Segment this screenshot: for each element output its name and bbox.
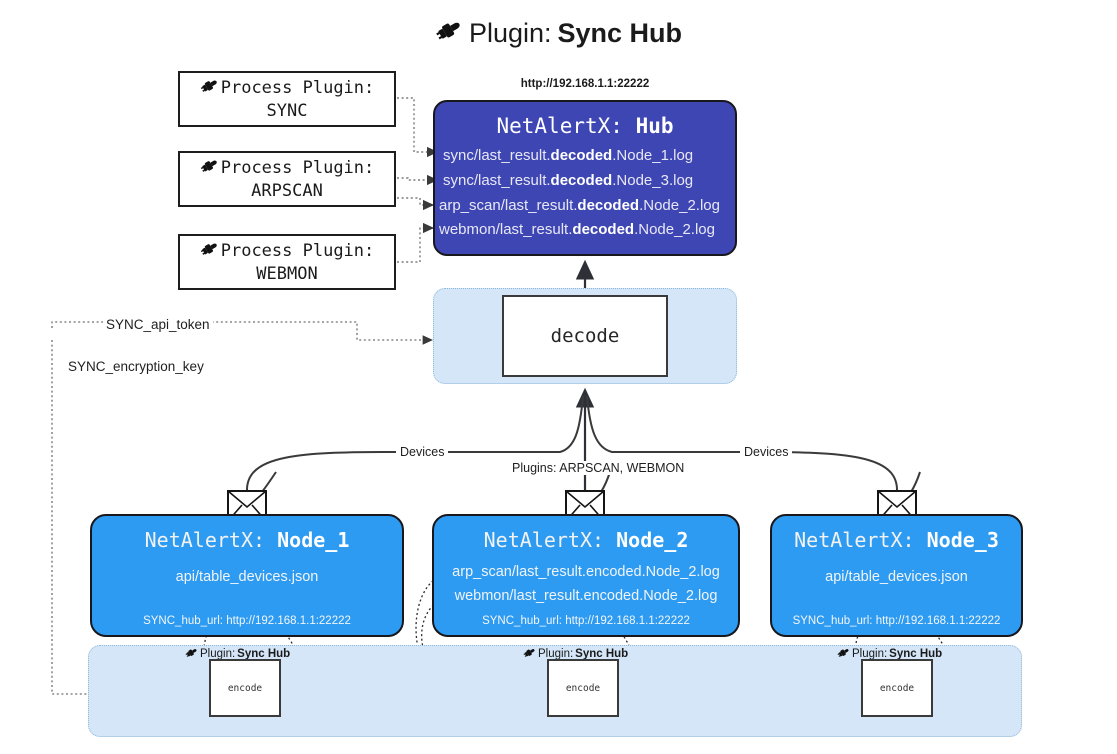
- sync-api-token-label: SYNC_api_token: [103, 317, 213, 332]
- process-plugin-arpscan-line1: Process Plugin:: [200, 156, 375, 181]
- node-1[interactable]: NetAlertX: Node_1 api/table_devices.json…: [90, 514, 404, 637]
- process-plugin-arpscan-title: Process Plugin:: [220, 157, 375, 178]
- node-2-title: NetAlertX: Node_2: [483, 528, 689, 552]
- hub-title-name: Hub: [635, 114, 674, 138]
- plug-icon: [200, 76, 219, 101]
- node-1-url: SYNC_hub_url: http://192.168.1.1:22222: [143, 615, 351, 627]
- node-2-url: SYNC_hub_url: http://192.168.1.1:22222: [482, 615, 690, 627]
- encode-box-3[interactable]: encode: [861, 659, 933, 717]
- encode-2-caption: Plugin:Sync Hub: [523, 646, 628, 662]
- hub-log-line-3: arp_scan/last_result.decoded.Node_2.log: [439, 197, 720, 214]
- node-2[interactable]: NetAlertX: Node_2 arp_scan/last_result.e…: [432, 514, 740, 637]
- process-plugin-webmon[interactable]: Process Plugin: WEBMON: [178, 234, 396, 290]
- page-title-name: Sync Hub: [557, 18, 683, 48]
- process-plugin-sync-value: SYNC: [266, 101, 308, 121]
- decode-box[interactable]: decode: [502, 295, 668, 377]
- process-plugin-webmon-line1: Process Plugin:: [200, 239, 375, 264]
- node-3[interactable]: NetAlertX: Node_3 api/table_devices.json…: [770, 514, 1023, 637]
- node-3-line-1: api/table_devices.json: [825, 569, 968, 585]
- node-3-url: SYNC_hub_url: http://192.168.1.1:22222: [792, 615, 1001, 627]
- sync-encryption-key-label: SYNC_encryption_key: [65, 359, 207, 374]
- plug-icon: [435, 16, 463, 51]
- node-1-line-1: api/table_devices.json: [175, 569, 319, 585]
- hub-log-line-1: sync/last_result.decoded.Node_1.log: [443, 147, 694, 164]
- encode-box-1[interactable]: encode: [209, 659, 281, 717]
- page-title: Plugin: Sync Hub: [0, 16, 1117, 51]
- process-plugin-sync-line1: Process Plugin:: [200, 76, 375, 101]
- node-2-line-1: arp_scan/last_result.encoded.Node_2.log: [452, 564, 720, 580]
- encode-1-caption: Plugin:Sync Hub: [185, 646, 290, 662]
- plug-icon: [200, 156, 219, 181]
- plug-icon: [185, 646, 198, 662]
- edge-label-devices-right: Devices: [740, 445, 793, 459]
- plug-icon: [523, 646, 536, 662]
- hub-title: NetAlertX: Hub: [435, 114, 735, 138]
- hub-url-label: http://192.168.1.1:22222: [520, 78, 650, 90]
- edge-label-devices-left: Devices: [396, 445, 449, 459]
- plug-icon: [200, 239, 219, 264]
- process-plugin-arpscan[interactable]: Process Plugin: ARPSCAN: [178, 151, 396, 207]
- node-2-line-2: webmon/last_result.encoded.Node_2.log: [454, 588, 718, 604]
- process-plugin-sync-title: Process Plugin:: [220, 77, 375, 98]
- node-3-title: NetAlertX: Node_3: [794, 528, 999, 552]
- hub-log-line-2: sync/last_result.decoded.Node_3.log: [443, 172, 694, 189]
- process-plugin-sync[interactable]: Process Plugin: SYNC: [178, 71, 396, 127]
- edge-label-plugins: Plugins: ARPSCAN, WEBMON: [508, 461, 689, 475]
- hub-title-prefix: NetAlertX:: [496, 114, 623, 138]
- process-plugin-webmon-value: WEBMON: [256, 264, 318, 284]
- page-title-prefix: Plugin:: [468, 18, 552, 48]
- hub-log-line-4: webmon/last_result.decoded.Node_2.log: [439, 221, 715, 238]
- process-plugin-arpscan-value: ARPSCAN: [251, 181, 323, 201]
- node-1-title: NetAlertX: Node_1: [144, 528, 350, 552]
- plug-icon: [837, 646, 850, 662]
- process-plugin-webmon-title: Process Plugin:: [220, 240, 375, 261]
- encode-box-2[interactable]: encode: [547, 659, 619, 717]
- encode-3-caption: Plugin:Sync Hub: [837, 646, 942, 662]
- hub-node[interactable]: NetAlertX: Hub sync/last_result.decoded.…: [433, 100, 737, 256]
